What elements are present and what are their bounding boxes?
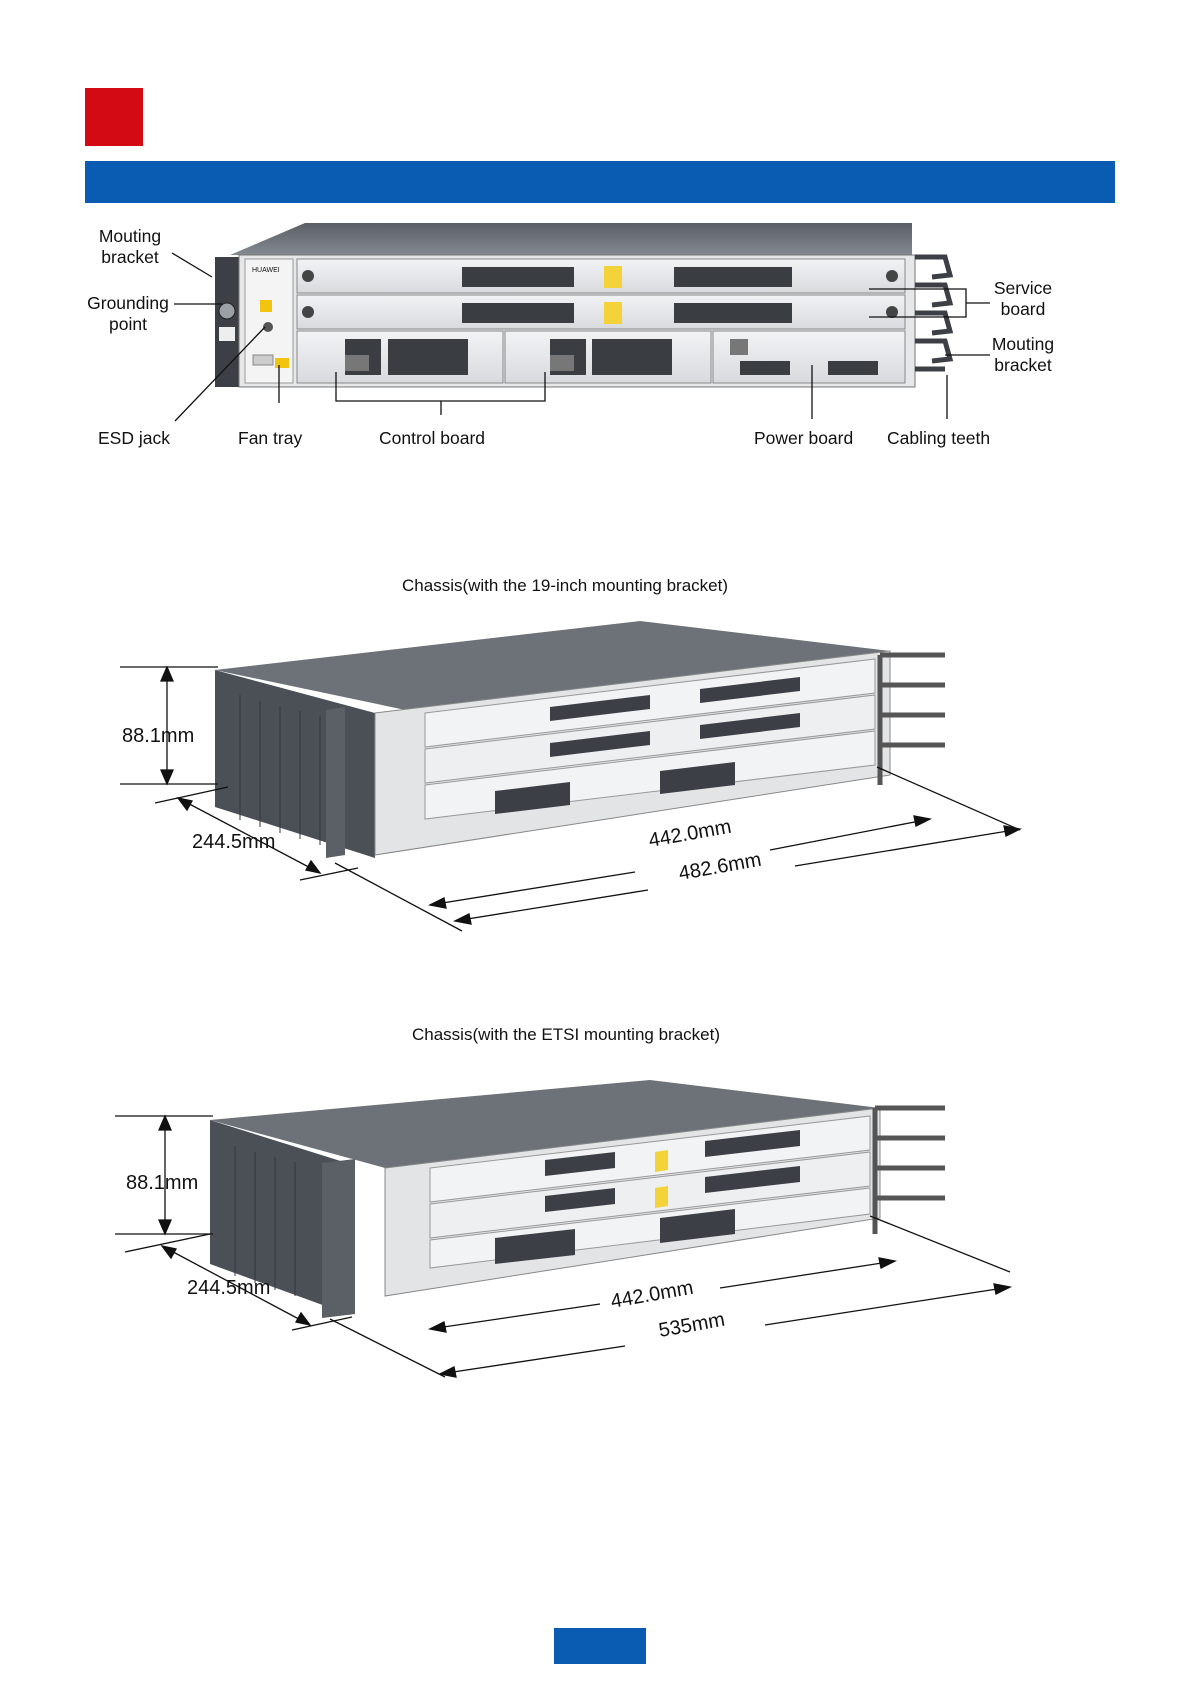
figure2-caption: Chassis(with the ETSI mounting bracket): [412, 1025, 720, 1045]
figure2-outer-width: 535mm: [657, 1309, 727, 1342]
figure1-outer-width: 482.6mm: [677, 849, 763, 885]
service-board-2: [297, 295, 905, 329]
callout-fan-tray: Fan tray: [238, 428, 302, 449]
callout-grounding-point: Grounding point: [78, 293, 178, 335]
figure1-inner-width: 442.0mm: [647, 816, 733, 852]
figure1-height: 88.1mm: [122, 725, 194, 747]
cabling-teeth: [915, 257, 950, 369]
figure1-caption: Chassis(with the 19-inch mounting bracke…: [402, 576, 728, 596]
callout-control-board: Control board: [379, 428, 485, 449]
callout-esd-jack: ESD jack: [98, 428, 170, 449]
callout-text: Grounding point: [87, 293, 169, 334]
callout-mounting-bracket-left: Mouting bracket: [90, 226, 170, 268]
section-header-bar: [85, 161, 1115, 203]
brand-label: HUAWEI: [252, 267, 280, 274]
callout-text: Mouting bracket: [992, 334, 1054, 375]
callout-text: Service board: [994, 278, 1052, 319]
callout-text: Mouting bracket: [99, 226, 161, 267]
callout-power-board: Power board: [754, 428, 853, 449]
page-number-tab: [554, 1628, 646, 1664]
section-marker-red: [85, 88, 143, 146]
figure1-depth: 244.5mm: [192, 831, 275, 853]
callout-mounting-bracket-right: Mouting bracket: [986, 334, 1060, 376]
figure2-depth: 244.5mm: [187, 1277, 270, 1299]
callout-service-board: Service board: [990, 278, 1056, 320]
power-board: [713, 331, 905, 383]
service-board-1: [297, 259, 905, 293]
figure2-inner-width: 442.0mm: [609, 1277, 695, 1313]
figure2-height: 88.1mm: [126, 1172, 198, 1194]
callout-cabling-teeth: Cabling teeth: [887, 428, 990, 449]
chassis-etsi-diagram: 88.1mm 244.5mm 442.0mm 535mm: [0, 1068, 1191, 1398]
chassis-19inch-diagram: 88.1mm 244.5mm 442.0mm 482.6mm: [0, 615, 1191, 935]
